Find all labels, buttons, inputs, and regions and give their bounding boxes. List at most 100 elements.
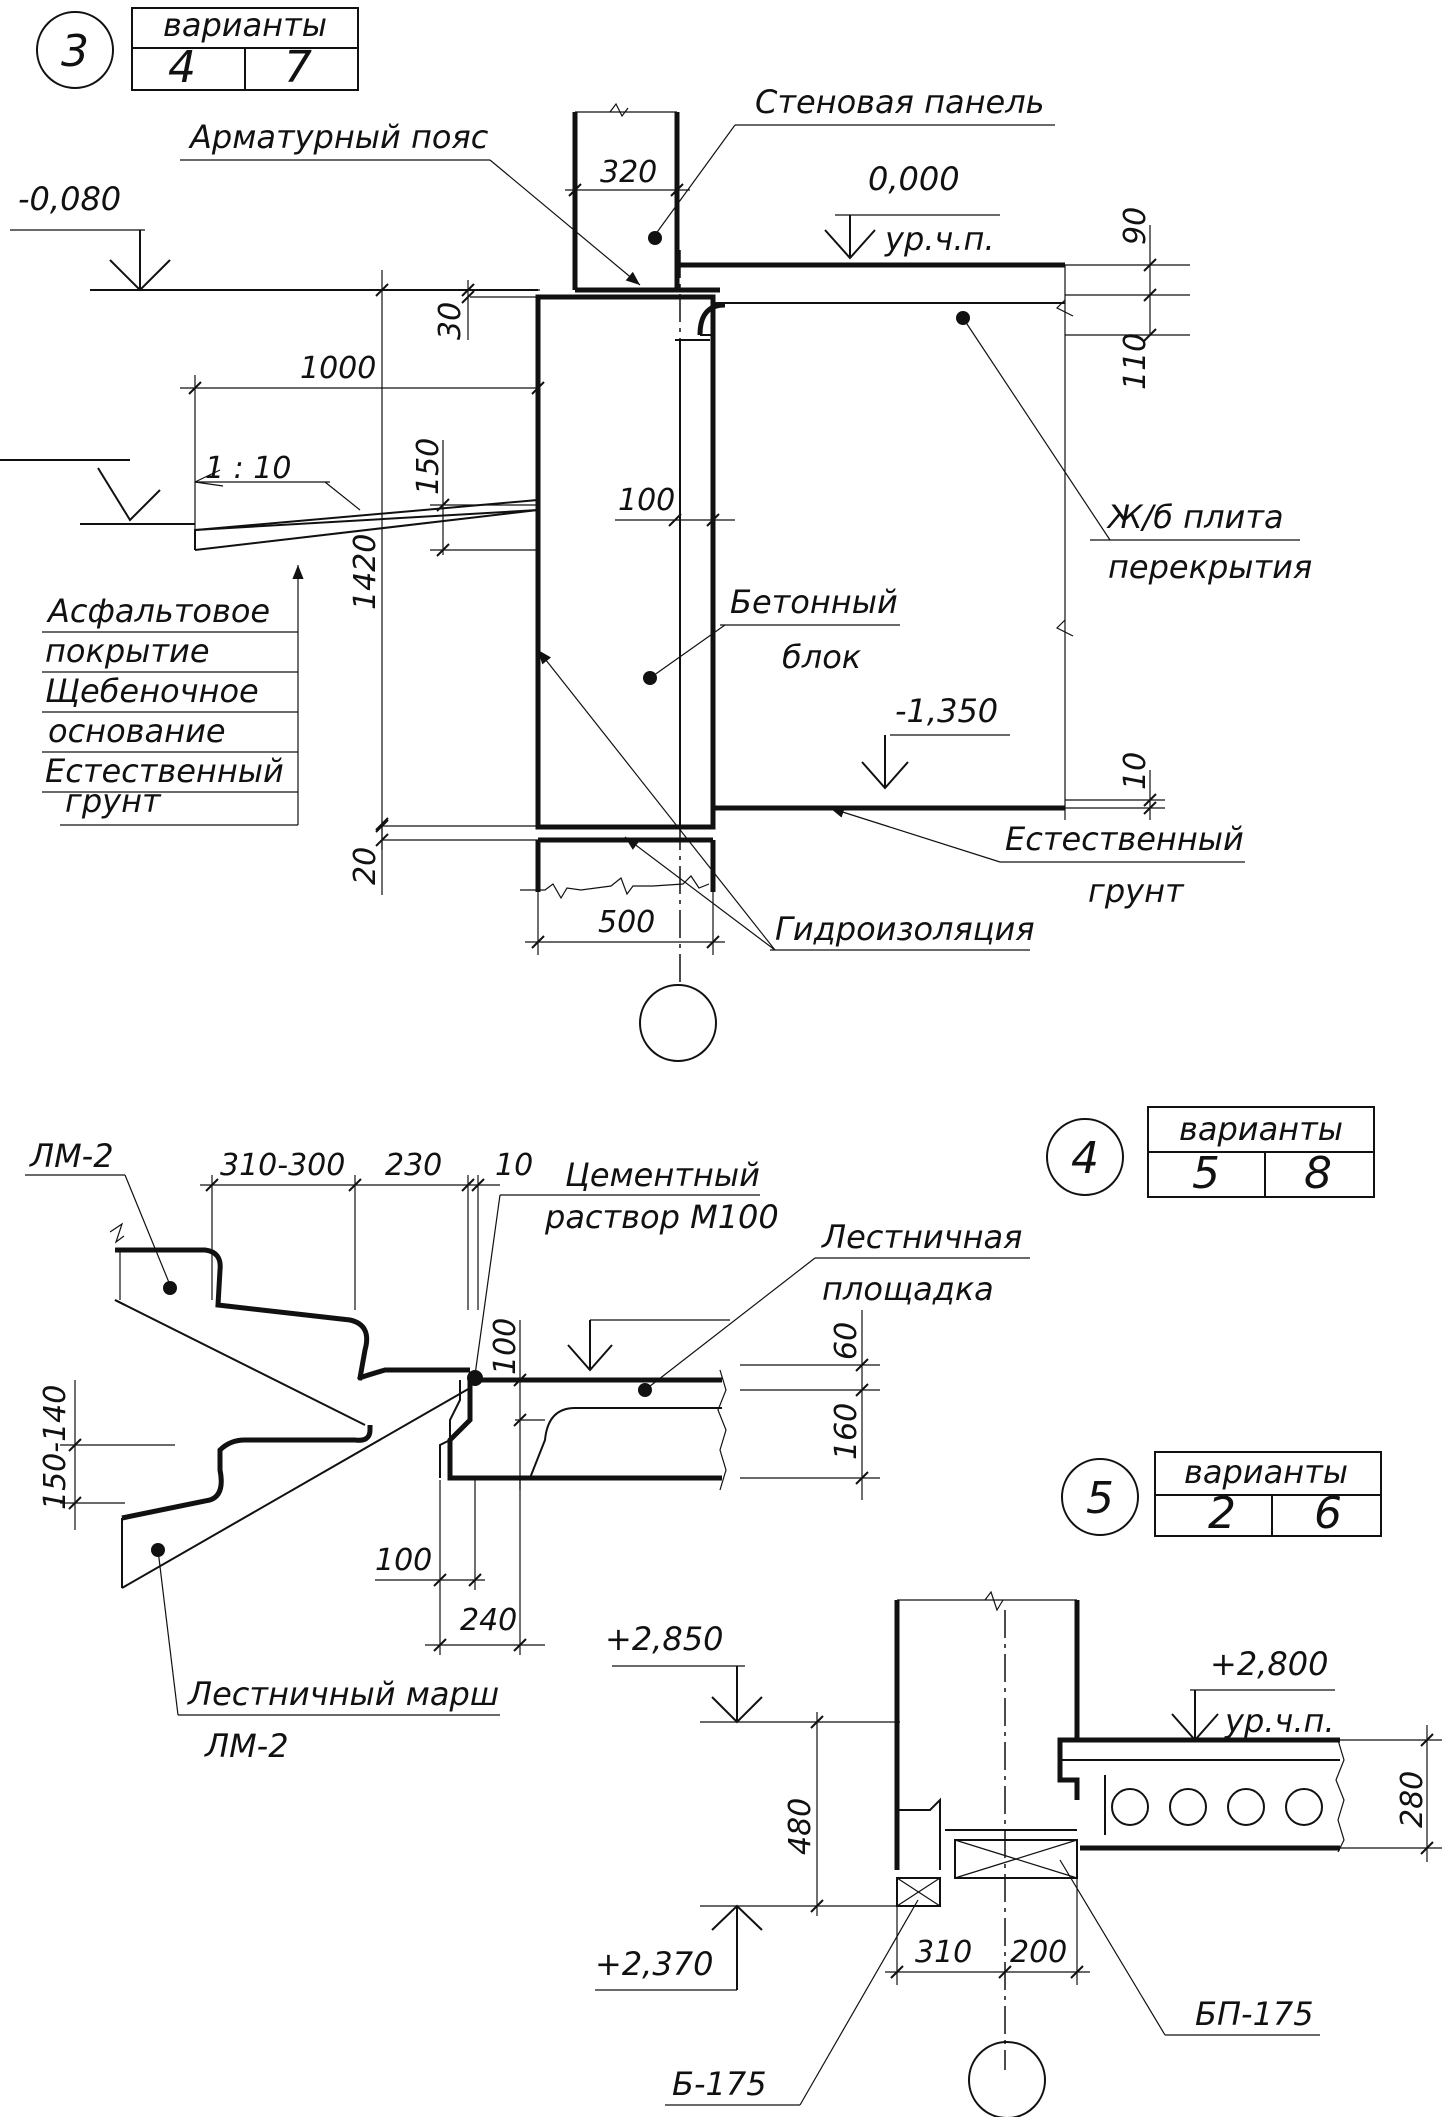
detail-5-variants-table: варианты 2 6: [1154, 1451, 1382, 1539]
waterproofing-callout: Гидроизоляция: [537, 649, 1035, 951]
level-mark-2850: +2,850: [605, 1620, 900, 1724]
label-soil-left-2: грунт: [65, 782, 162, 820]
label-asphalt-2: покрытие: [45, 632, 210, 670]
detail-5-number: 5: [1086, 1473, 1114, 1524]
detail-3-variants-table: варианты 4 7: [131, 6, 359, 93]
detail-3-number-circle: [36, 11, 114, 89]
level-mark-0000: 0,000 ур.ч.п.: [824, 160, 1000, 260]
dim-100-top: 100: [488, 1318, 523, 1375]
detail-3-variants-header: варианты: [163, 6, 327, 44]
dim-90: 90: [1118, 207, 1153, 245]
label-armature-belt: Арматурный пояс: [188, 118, 489, 156]
dim-160: 160: [829, 1403, 864, 1460]
dim-100: 100: [618, 483, 675, 518]
stair-flight: [109, 1222, 471, 1589]
lintel-bp175: [945, 1829, 1078, 1879]
label-concrete-1: Бетонный: [730, 583, 898, 621]
label-landing-1: Лестничная: [821, 1218, 1022, 1256]
label-asphalt-1: Асфальтовое: [46, 592, 270, 630]
dim-280: 280: [1395, 1771, 1430, 1828]
level-2800: +2,800: [1210, 1645, 1328, 1683]
floor-mark-0000: ур.ч.п.: [884, 220, 995, 258]
dim-230: 230: [385, 1148, 442, 1183]
detail-3-variant-1: 4: [168, 42, 196, 93]
dim-10-top: 10: [495, 1148, 533, 1183]
label-lm-top: ЛМ-2: [29, 1137, 114, 1175]
level-minus-1350: -1,350: [895, 692, 998, 730]
detail-4-variant-1: 5: [1192, 1148, 1220, 1199]
label-soil-right-1: Естественный: [1005, 820, 1244, 858]
level-mark-minus-1350: -1,350: [861, 692, 1010, 790]
layers-callout: Асфальтовое покрытие Щебеночное основани…: [42, 565, 304, 826]
label-landing-2: площадка: [822, 1270, 994, 1308]
level-mark-minus-0080: -0,080: [10, 180, 538, 292]
wall-panel: [572, 102, 720, 293]
slab-callout: Ж/б плита перекрытия: [956, 311, 1312, 586]
lintel-b175: [896, 1877, 941, 1907]
dim-110: 110: [1118, 333, 1153, 390]
detail-4-number: 4: [1071, 1133, 1099, 1184]
dim-500: 500: [598, 905, 655, 940]
detail-5-axis-circle: [968, 2041, 1046, 2117]
landing-callout: Лестничная площадка: [638, 1218, 1030, 1397]
label-cement-1: Цементный: [565, 1156, 760, 1194]
detail-3-dimensions: 320 1000 1420 30 150 100: [180, 155, 1190, 955]
detail-5-dimensions: 480 280 310 200: [783, 1712, 1442, 1985]
bp175-callout: БП-175: [1059, 1859, 1320, 2036]
b175-callout: Б-175: [665, 1899, 919, 2106]
detail-3-variant-2: 7: [284, 42, 312, 93]
floor-mark-2800: ур.ч.п.: [1224, 1702, 1335, 1740]
dim-150: 150: [411, 438, 446, 495]
dim-310-300: 310-300: [220, 1148, 345, 1183]
detail-4-dimensions: 310-300 230 10 100 60 160 150-140: [38, 1148, 880, 1655]
level-2370: +2,370: [595, 1945, 713, 1983]
detail-4-variants-table: варианты 5 8: [1147, 1106, 1375, 1199]
lm-top-callout: ЛМ-2: [25, 1137, 177, 1295]
slope-callout: 1 : 10: [194, 451, 361, 511]
detail-3: 3 варианты 4 7: [0, 6, 1312, 1062]
dim-1000: 1000: [300, 351, 376, 386]
level-minus-0080: -0,080: [18, 180, 121, 218]
label-slope: 1 : 10: [205, 451, 291, 486]
foundation-pad: [520, 837, 716, 900]
dim-60: 60: [829, 1322, 864, 1360]
detail-4-number-circle: [1046, 1118, 1124, 1196]
dim-10: 10: [1118, 752, 1153, 790]
level-mark-2800: +2,800 ур.ч.п.: [1171, 1645, 1335, 1742]
flight-callout: Лестничный марш ЛМ-2: [151, 1543, 500, 1765]
detail-5-variant-2: 6: [1314, 1488, 1342, 1539]
dim-480: 480: [783, 1798, 818, 1855]
dim-20: 20: [348, 847, 383, 885]
cement-callout: Цементный раствор М100: [474, 1156, 779, 1376]
concrete-block-callout: Бетонный блок: [643, 583, 900, 685]
dim-100-bottom: 100: [375, 1543, 432, 1578]
label-b175: Б-175: [672, 2065, 767, 2103]
label-flight-2: ЛМ-2: [204, 1727, 289, 1765]
detail-5-variant-1: 2: [1208, 1488, 1236, 1539]
label-waterproofing: Гидроизоляция: [775, 910, 1035, 948]
label-slab-1: Ж/б плита: [1106, 498, 1284, 536]
concrete-block: [535, 294, 716, 830]
level-0000: 0,000: [868, 160, 960, 198]
detail-5: 5 варианты 2 6: [595, 1451, 1442, 2117]
landing: [447, 1369, 727, 1491]
floor-slab: [680, 262, 1074, 820]
landing-level-mark: [567, 1319, 730, 1372]
detail-5-wall: [894, 1590, 1080, 1870]
ground-line-left: [0, 459, 195, 525]
label-concrete-2: блок: [782, 638, 862, 676]
label-soil-left-1: Естественный: [45, 752, 284, 790]
label-bp175: БП-175: [1195, 1995, 1314, 2033]
label-cement-2: раствор М100: [544, 1198, 779, 1236]
dim-1420: 1420: [348, 534, 383, 610]
label-slab-2: перекрытия: [1108, 548, 1312, 586]
detail-3-number: 3: [61, 26, 89, 77]
hollow-core-slab: [1059, 1737, 1345, 1853]
label-flight-1: Лестничный марш: [187, 1675, 499, 1713]
dim-30: 30: [433, 302, 468, 340]
label-gravel-1: Щебеночное: [45, 672, 259, 710]
detail-4-variant-2: 8: [1304, 1148, 1332, 1199]
label-wall-panel: Стеновая панель: [755, 83, 1045, 121]
soil-right-callout: Естественный грунт: [829, 806, 1245, 910]
